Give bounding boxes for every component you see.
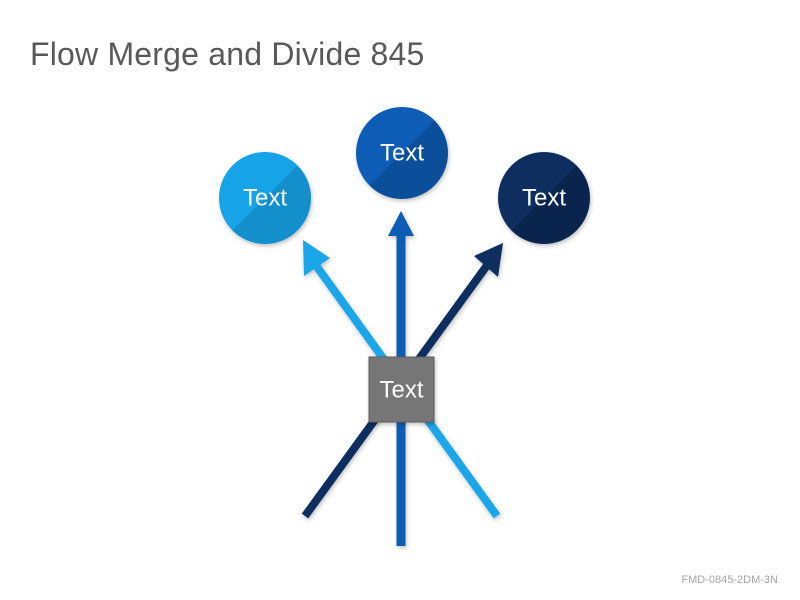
node-right-circle: [498, 152, 590, 244]
node-center-label: Text: [380, 139, 424, 166]
node-left-label: Text: [243, 184, 287, 211]
arrow-head: [474, 243, 503, 277]
node-left: Text: [219, 152, 311, 244]
hub-label: Text: [379, 376, 423, 403]
node-left-shade: [232, 165, 311, 244]
hub-box: [368, 356, 435, 423]
node-center-shade: [369, 120, 448, 199]
hub-node: Text: [368, 356, 435, 423]
arrow-head: [388, 211, 414, 236]
node-right-shade: [511, 165, 590, 244]
node-right-label: Text: [522, 184, 566, 211]
slide-code: FMD-0845-2DM-3N: [681, 574, 778, 586]
arrow-head: [303, 240, 330, 276]
slide-title: Flow Merge and Divide 845: [30, 36, 425, 72]
node-right: Text: [498, 152, 590, 244]
node-center-circle: [356, 107, 448, 199]
node-center: Text: [356, 107, 448, 199]
node-left-circle: [219, 152, 311, 244]
